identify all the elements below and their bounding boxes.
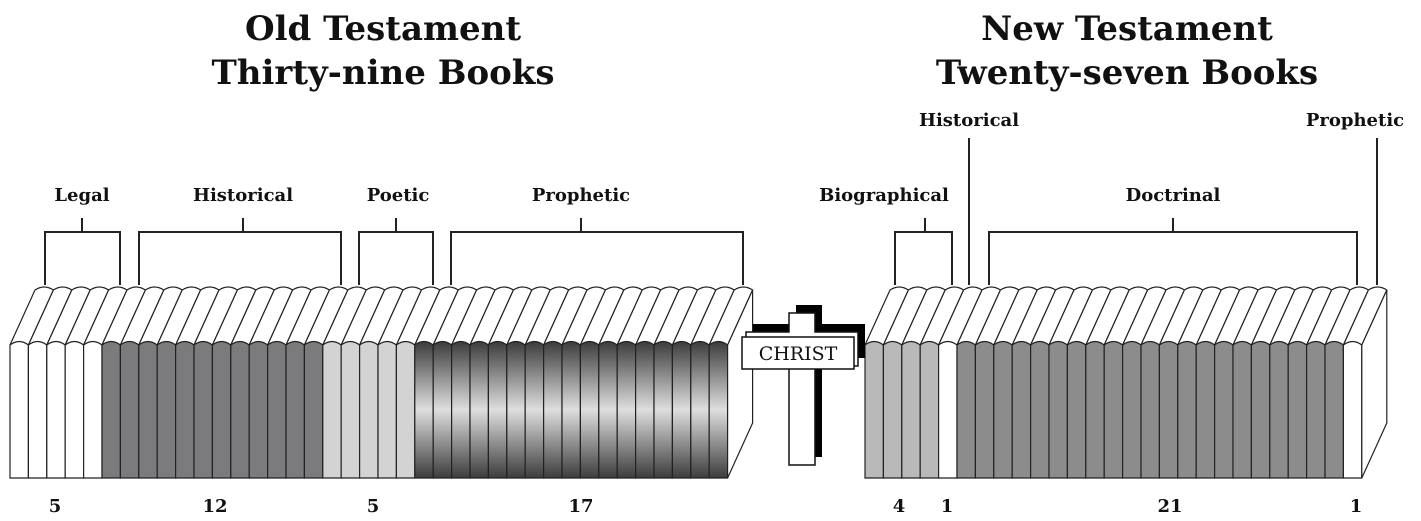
nt-label-prophetic: Prophetic [1306, 110, 1404, 131]
book [1342, 286, 1388, 479]
ot-label-historical: Historical [193, 185, 293, 206]
book [1158, 286, 1204, 479]
book [1306, 286, 1351, 479]
book [377, 286, 423, 479]
book [46, 286, 91, 479]
book [64, 286, 110, 479]
book [1324, 286, 1370, 479]
ot-count-historical: 12 [202, 496, 227, 517]
nt-label-historical: Historical [919, 110, 1019, 131]
nt-bookshelf [864, 286, 1388, 479]
ot-count-prophetic: 17 [568, 496, 593, 517]
book [359, 286, 404, 479]
ot-count-legal: 5 [49, 496, 62, 517]
book [1030, 286, 1075, 479]
book [653, 286, 699, 479]
division-brackets [44, 138, 1378, 285]
book [1269, 286, 1314, 479]
book [432, 286, 478, 479]
nt-title-line2: Twenty-seven Books [936, 53, 1318, 93]
book [1177, 286, 1222, 479]
book [671, 286, 717, 479]
bracket-ot-prophetic [450, 218, 744, 285]
book [1103, 286, 1149, 479]
ot-label-prophetic: Prophetic [532, 185, 630, 206]
book [1048, 286, 1094, 479]
ot-label-legal: Legal [54, 185, 109, 206]
book [616, 286, 662, 479]
book [267, 286, 312, 479]
book [101, 286, 147, 479]
book [414, 286, 459, 479]
christ-label: CHRIST [759, 343, 838, 365]
bracket-legal [44, 218, 121, 285]
ot-title-line1: Old Testament [245, 9, 521, 49]
nt-count-historical: 1 [941, 496, 954, 517]
bracket-biographical [894, 218, 953, 285]
cross: CHRIST [741, 305, 865, 466]
cross-body [745, 312, 859, 466]
book [1195, 286, 1241, 479]
book [9, 286, 55, 479]
book [248, 286, 294, 479]
nt-count-biographical: 4 [893, 496, 906, 517]
book [211, 286, 257, 479]
nt-label-doctrinal: Doctrinal [1126, 185, 1221, 206]
book [956, 286, 1002, 479]
book [83, 286, 128, 479]
book [1250, 286, 1296, 479]
shelf-side-panel [1361, 289, 1388, 479]
nt-title-line1: New Testament [981, 9, 1273, 49]
ot-bookshelf [9, 286, 754, 479]
book [561, 286, 607, 479]
book [340, 286, 386, 479]
bracket-doctrinal [988, 218, 1358, 285]
book [1232, 286, 1278, 479]
book [993, 286, 1038, 479]
book [1287, 286, 1333, 479]
ot-count-poetic: 5 [367, 496, 380, 517]
nt-count-doctrinal: 21 [1157, 496, 1182, 517]
book [1066, 286, 1112, 479]
book [487, 286, 533, 479]
book [138, 286, 183, 479]
nt-count-prophetic: 1 [1350, 496, 1363, 517]
book [1140, 286, 1186, 479]
ot-label-poetic: Poetic [367, 185, 430, 206]
book [938, 286, 983, 479]
bracket-ot-historical [138, 218, 342, 285]
book [864, 286, 910, 479]
nt-label-biographical: Biographical [819, 185, 949, 206]
christ-label-box [741, 336, 855, 370]
book [901, 286, 946, 479]
ot-title-line2: Thirty-nine Books [211, 53, 554, 93]
bracket-poetic [358, 218, 434, 285]
book [285, 286, 331, 479]
book [1085, 286, 1130, 479]
